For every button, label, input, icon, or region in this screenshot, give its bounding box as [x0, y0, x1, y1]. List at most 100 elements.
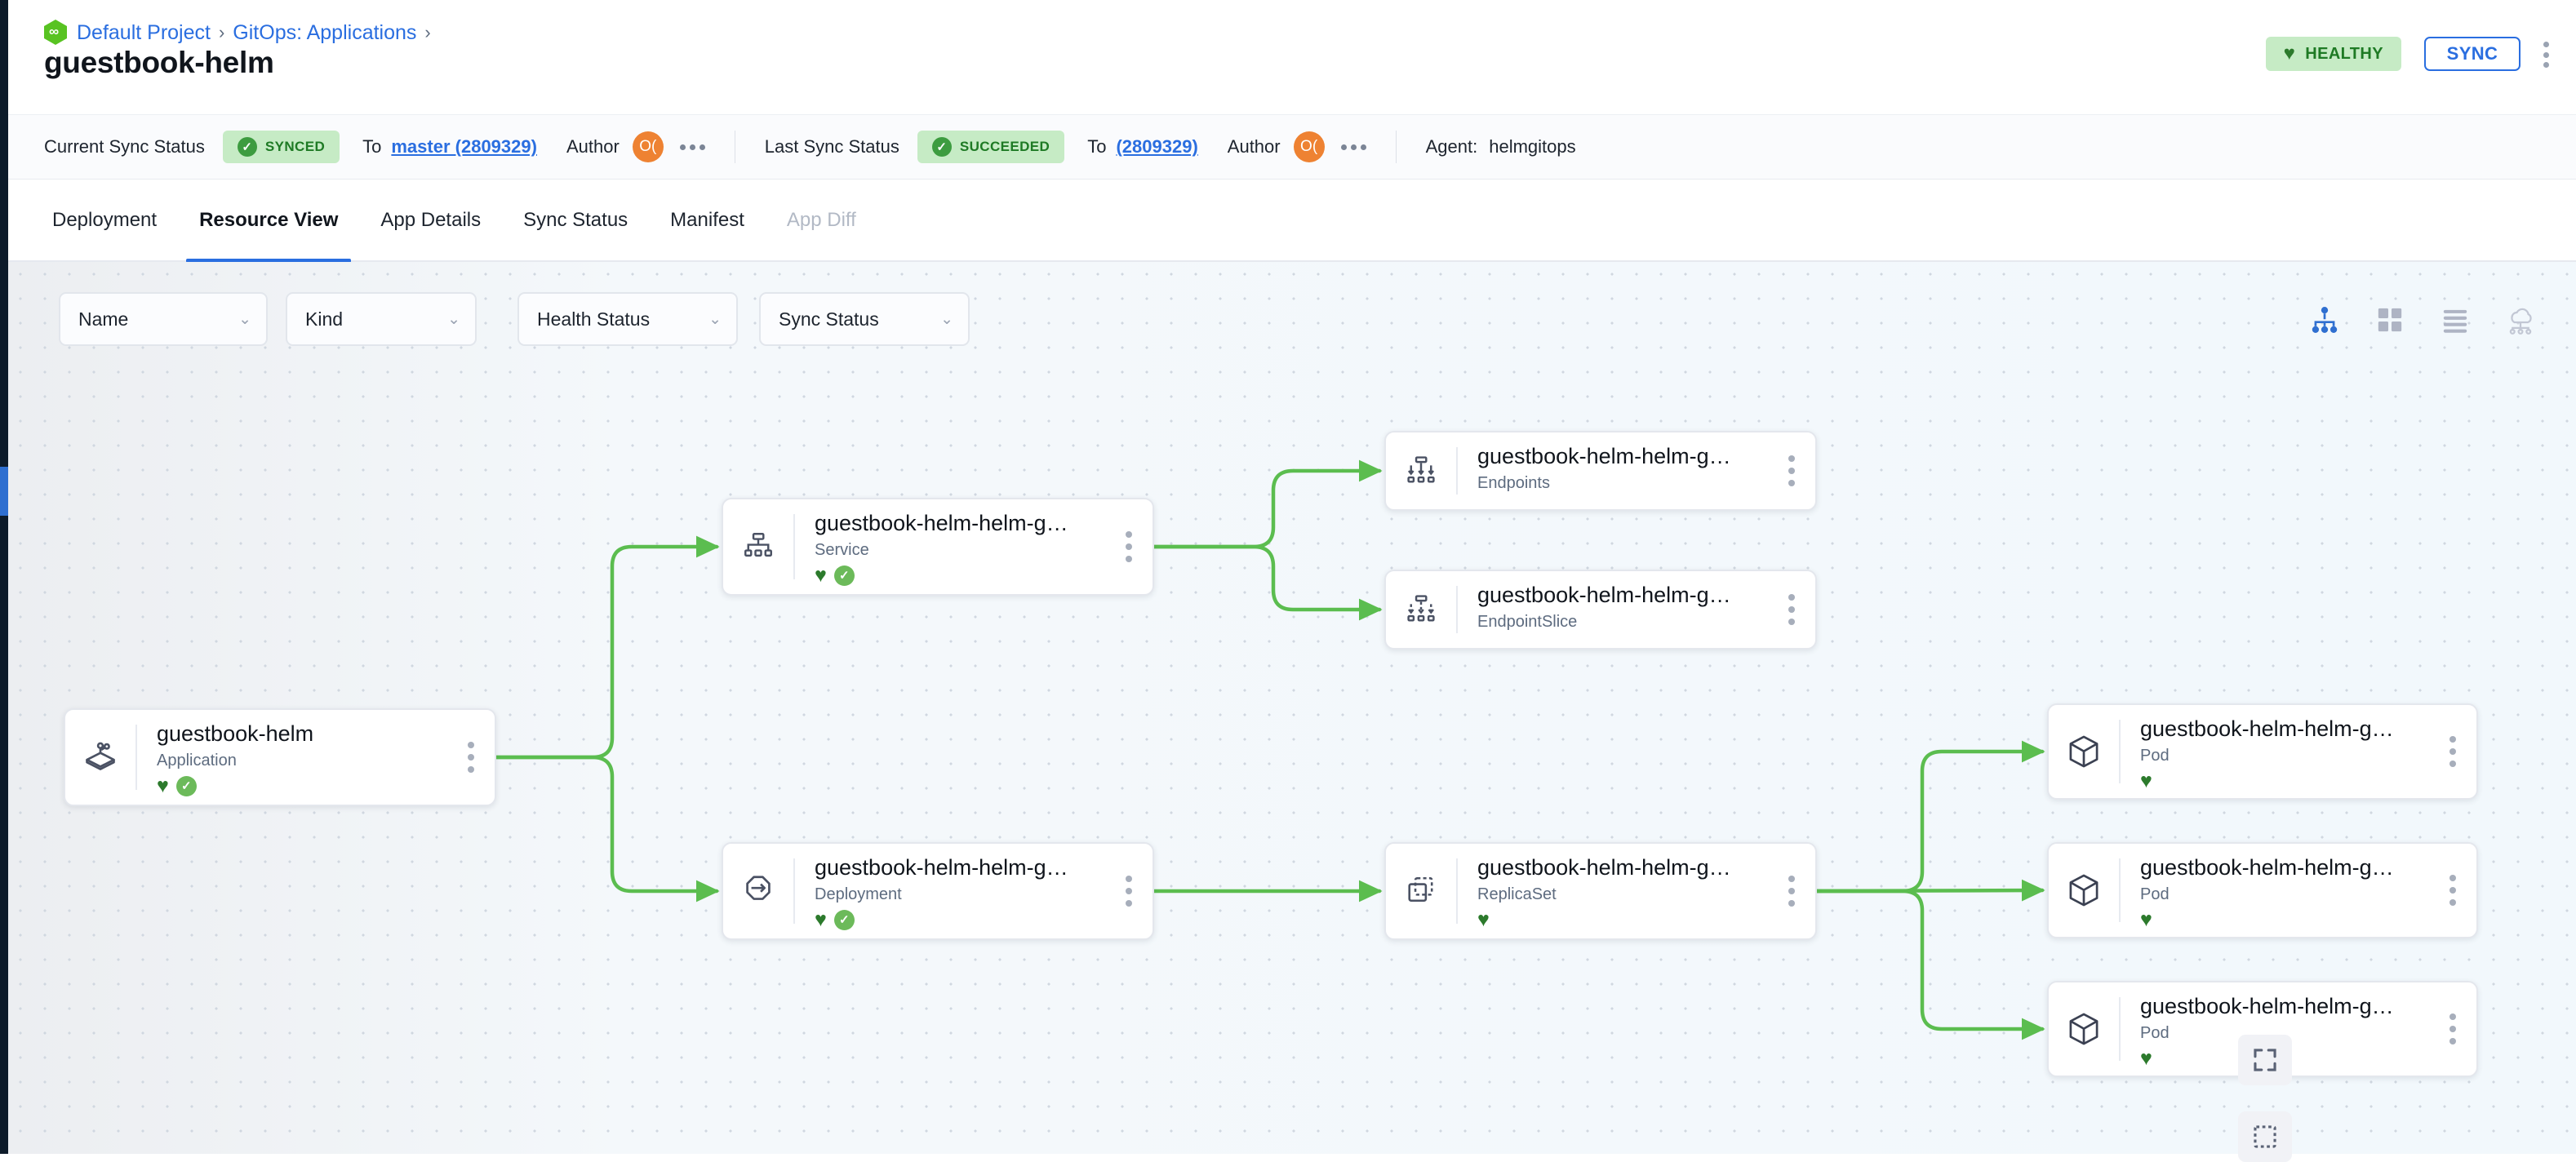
page-title: guestbook-helm: [44, 46, 274, 79]
breadcrumb-default-project[interactable]: Default Project: [77, 20, 211, 44]
select-area-button[interactable]: [2238, 1111, 2292, 1162]
filter-sync-status[interactable]: Sync Status⌄: [759, 292, 970, 346]
tab-label: App Diff: [786, 208, 856, 231]
tab-label: Manifest: [670, 208, 744, 231]
graph-edge: [494, 535, 720, 760]
node-name: guestbook-helm-helm-g…: [1477, 583, 1731, 607]
last-sync-status-label: Last Sync Status: [764, 136, 899, 157]
node-kind: Service: [815, 541, 869, 560]
app-rail: [0, 0, 8, 1154]
network-view-icon[interactable]: [2503, 302, 2538, 338]
current-author-more-icon[interactable]: [679, 144, 705, 150]
node-name: guestbook-helm: [157, 721, 314, 746]
check-circle-icon: ✓: [931, 137, 952, 157]
tab-sync-status[interactable]: Sync Status: [502, 179, 649, 261]
avatar[interactable]: O(: [1293, 131, 1325, 162]
replicaset-icon: [1386, 844, 1456, 938]
graph-edge: [1152, 459, 1383, 549]
graph-node-endpoints[interactable]: guestbook-helm-helm-g…Endpoints: [1384, 431, 1817, 511]
tab-manifest[interactable]: Manifest: [649, 179, 766, 261]
grid-view-icon[interactable]: [2372, 302, 2408, 338]
node-status-icons: ♥✓: [815, 909, 1153, 930]
node-menu-icon[interactable]: [1783, 592, 1801, 627]
graph-edge: [494, 755, 720, 903]
filter-kind[interactable]: Kind ⌄: [286, 292, 477, 346]
status-badge-health: ♥ HEALTHY: [2265, 37, 2401, 71]
node-status-icons: ♥: [1477, 909, 1815, 930]
project-badge-icon: ∞: [44, 20, 69, 46]
current-revision-link[interactable]: master (2809329): [391, 136, 537, 157]
select-box-icon: [2251, 1123, 2279, 1151]
graph-node-replicaset[interactable]: guestbook-helm-helm-g…ReplicaSet♥: [1384, 842, 1817, 940]
node-menu-icon[interactable]: [462, 740, 480, 774]
graph-edge: [1814, 879, 2045, 902]
node-status-icons: ♥✓: [815, 565, 1153, 586]
filter-label: Health Status: [537, 308, 651, 330]
service-icon: [723, 499, 793, 594]
node-divider: [793, 858, 795, 924]
last-author-more-icon[interactable]: [1340, 144, 1366, 150]
node-menu-icon[interactable]: [1783, 454, 1801, 488]
rail-active-indicator: [0, 467, 8, 516]
graph-node-deployment[interactable]: guestbook-helm-helm-g…Deployment♥✓: [722, 842, 1154, 940]
more-options-icon[interactable]: [2534, 39, 2558, 70]
heart-icon: ♥: [157, 774, 169, 797]
pod-icon: [2049, 844, 2119, 937]
node-menu-icon[interactable]: [2444, 1012, 2462, 1046]
node-kind: EndpointSlice: [1477, 613, 1578, 632]
tab-deployment[interactable]: Deployment: [44, 179, 178, 261]
node-body: guestbook-helm-helm-g…Pod♥: [2121, 705, 2476, 798]
last-sync-status-pill: ✓ SUCCEEDED: [917, 131, 1065, 163]
tree-view-icon[interactable]: [2307, 302, 2343, 338]
graph-node-pod[interactable]: guestbook-helm-helm-g…Pod♥: [2047, 842, 2478, 938]
pod-icon: [2049, 982, 2119, 1076]
tab-app-details[interactable]: App Details: [359, 179, 502, 261]
filter-bar: Name⌄ Kind ⌄ Health Status⌄ Sync Status⌄: [0, 0, 2568, 346]
heart-icon: ♥: [815, 563, 827, 587]
graph-node-pod[interactable]: guestbook-helm-helm-g…Pod♥: [2047, 703, 2478, 800]
tab-resource-view[interactable]: Resource View: [178, 179, 359, 263]
node-status-icons: ♥: [2140, 770, 2476, 792]
node-name: guestbook-helm-helm-g…: [2140, 716, 2394, 741]
node-body: guestbook-helm-helm-g…Pod♥: [2121, 982, 2476, 1076]
list-view-icon[interactable]: [2437, 302, 2473, 338]
filter-name[interactable]: Name⌄: [59, 292, 268, 346]
node-menu-icon[interactable]: [1120, 874, 1138, 908]
graph-node-endpointslice[interactable]: guestbook-helm-helm-g… EndpointSlice: [1384, 570, 1817, 650]
node-menu-icon[interactable]: [1120, 530, 1138, 564]
graph-node-service[interactable]: guestbook-helm-helm-g…Service♥✓: [722, 498, 1154, 596]
sync-check-icon: ✓: [175, 775, 197, 796]
node-body: guestbook-helm-helm-g…Pod♥: [2121, 844, 2476, 937]
sync-button[interactable]: SYNC: [2424, 37, 2520, 71]
fullscreen-button[interactable]: [2238, 1035, 2292, 1085]
node-menu-icon[interactable]: [2444, 734, 2462, 769]
node-kind: Endpoints: [1477, 474, 1550, 493]
node-menu-icon[interactable]: [1783, 874, 1801, 908]
node-menu-icon[interactable]: [2444, 873, 2462, 907]
current-sync-status-value: SYNCED: [264, 139, 326, 154]
avatar[interactable]: O(: [632, 131, 664, 162]
node-body: guestbook-helm-helm-g…Endpoints: [1458, 432, 1815, 509]
chevron-down-icon: ⌄: [447, 310, 460, 328]
breadcrumb-separator-1: ›: [218, 22, 225, 42]
current-to-label: To: [362, 136, 382, 157]
view-toggle-group: [2307, 302, 2538, 338]
last-revision-link[interactable]: (2809329): [1116, 136, 1198, 157]
breadcrumb-gitops-applications[interactable]: GitOps: Applications: [233, 20, 417, 44]
node-divider: [1456, 447, 1458, 495]
node-divider: [2119, 997, 2121, 1061]
node-name: guestbook-helm-helm-g…: [2140, 994, 2394, 1018]
filter-health-status[interactable]: Health Status⌄: [517, 292, 738, 346]
node-kind: Pod: [2140, 1024, 2170, 1043]
node-status-icons: ♥: [2140, 909, 2476, 930]
check-circle-icon: ✓: [237, 137, 257, 157]
filter-label: Kind: [305, 308, 344, 330]
node-divider: [1456, 858, 1458, 924]
node-divider: [2119, 858, 2121, 922]
agent-label: Agent:: [1425, 136, 1478, 157]
filter-label: Name: [78, 308, 129, 330]
fullscreen-icon: [2251, 1046, 2279, 1074]
